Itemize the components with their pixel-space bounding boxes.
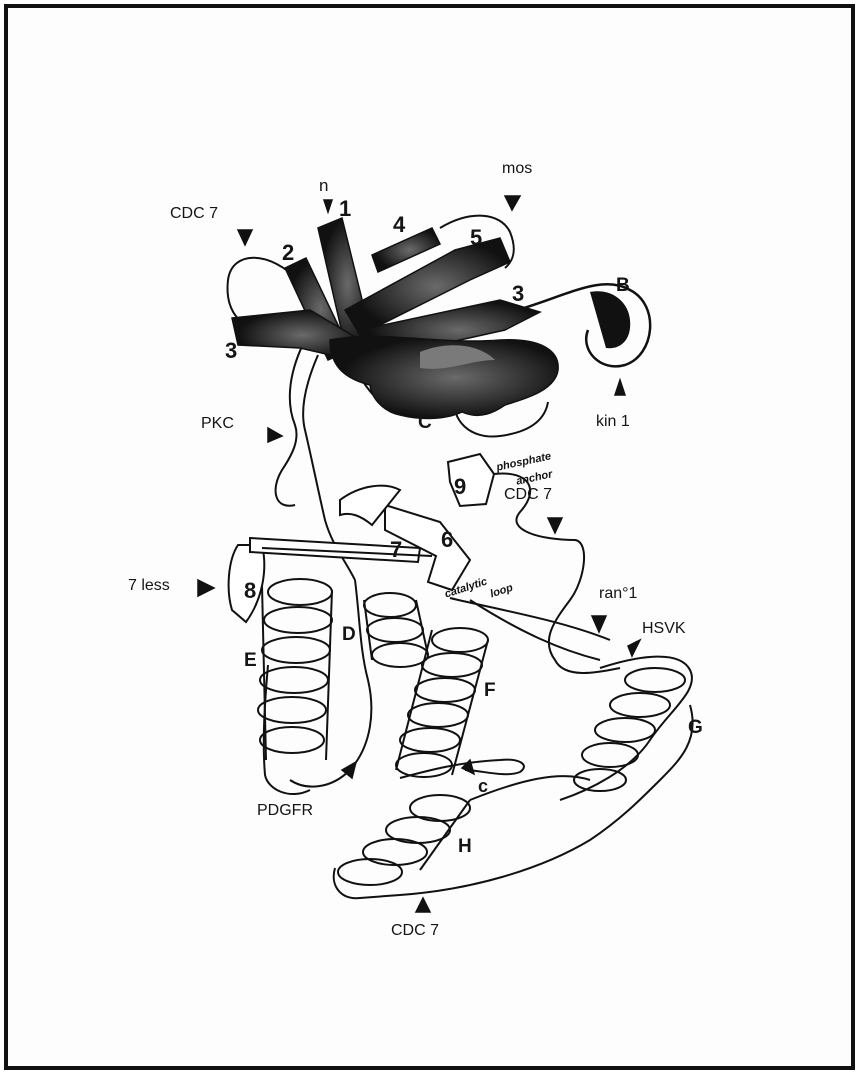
strand-label-1: 1 [339, 196, 351, 222]
loop-h-g [400, 705, 693, 895]
label-ran1: ran°1 [599, 585, 637, 603]
helix-label-d: D [342, 624, 356, 646]
label-cdc7-mid: CDC 7 [504, 486, 552, 504]
arrow-pkc [268, 428, 282, 442]
helix-d [364, 593, 428, 667]
strand-label-4: 4 [393, 212, 405, 238]
label-kin1: kin 1 [596, 413, 630, 431]
strand-label-2: 2 [282, 240, 294, 266]
label-cdc7-top: CDC 7 [170, 205, 218, 223]
lower-lobe [229, 454, 693, 898]
label-cdc7-bottom: CDC 7 [391, 922, 439, 940]
arrow-mos [505, 196, 520, 210]
arrow-cdc7-bottom [416, 898, 430, 912]
helix-h [334, 795, 470, 898]
label-mos: mos [502, 160, 532, 178]
label-pkc: PKC [201, 415, 234, 433]
arrow-7less [198, 580, 214, 596]
c-terminus-label: c [478, 776, 488, 797]
label-pdgfr: PDGFR [257, 802, 313, 820]
helix-label-h: H [458, 836, 472, 858]
arrow-cdc7-top [238, 230, 252, 245]
n-terminus-label: n [319, 176, 328, 196]
strand-label-8: 8 [244, 578, 256, 604]
helix-label-f: F [484, 680, 496, 702]
helix-e [258, 579, 332, 794]
arrow-cdc7-mid [548, 518, 562, 533]
strand-label-6: 6 [441, 527, 453, 553]
helix-label-e: E [244, 650, 257, 672]
strand-label-3-right: 3 [512, 281, 524, 307]
arrow-kin1 [615, 380, 625, 395]
strand-label-7: 7 [390, 537, 402, 563]
beta-sheet [232, 218, 558, 418]
strand-label-5: 5 [470, 225, 482, 251]
helix-label-b: B [616, 275, 630, 297]
strand-label-9: 9 [454, 474, 466, 500]
chain-pkc [276, 340, 305, 506]
arrow-hsvk [628, 640, 640, 656]
label-hsvk: HSVK [642, 620, 686, 638]
helix-label-c: C [418, 412, 432, 434]
helix-f [396, 628, 488, 777]
strand-label-3-left: 3 [225, 338, 237, 364]
label-7less: 7 less [128, 577, 170, 595]
helix-g [560, 657, 692, 800]
arrow-n [324, 200, 332, 212]
helix-label-g: G [688, 717, 703, 739]
arrow-ran1 [592, 616, 606, 632]
